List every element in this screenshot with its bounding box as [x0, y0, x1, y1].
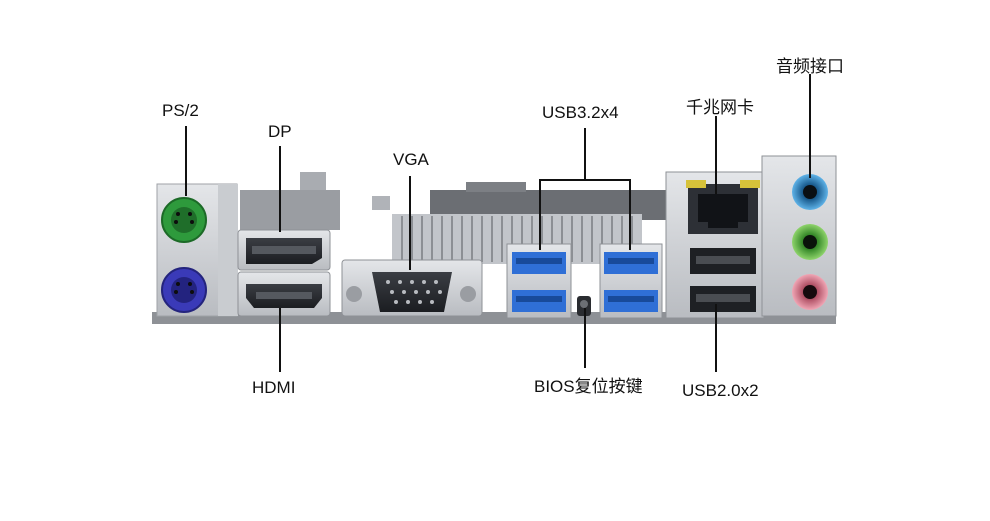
ps2-label: PS/2 [162, 101, 199, 120]
usb3-port-icon [506, 243, 663, 319]
vga-label: VGA [393, 150, 429, 169]
bios-label: BIOS复位按键 [534, 377, 643, 396]
ps2-port-icon [156, 183, 238, 317]
lan-label: 千兆网卡 [686, 98, 754, 117]
leader-lines [185, 74, 811, 372]
hdmi-label: HDMI [252, 378, 296, 397]
dp-label: DP [268, 122, 292, 141]
usb32-label: USB3.2x4 [542, 103, 619, 122]
vga-port-icon [341, 259, 483, 317]
bios-reset-button-icon [577, 296, 591, 316]
displayport-icon [237, 229, 331, 271]
audio-label: 音频接口 [776, 57, 844, 76]
audio-jack-icon [761, 155, 837, 317]
hdmi-icon [237, 271, 331, 317]
usb32-leader-line [539, 128, 631, 250]
usb2-port-icon [690, 248, 756, 312]
usb20-label: USB2.0x2 [682, 381, 759, 400]
